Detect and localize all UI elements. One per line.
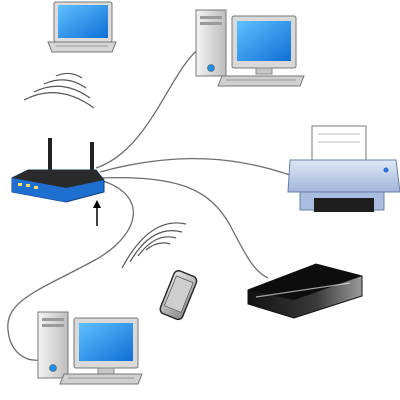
printer-icon	[287, 125, 400, 212]
wifi-waves-phone	[121, 222, 187, 269]
desktop-computer-icon	[37, 311, 143, 385]
cable-links	[7, 47, 291, 361]
up-arrow-icon	[93, 200, 101, 226]
smartphone-icon	[159, 270, 198, 321]
cable-to-game-console	[99, 176, 269, 279]
wireless-router-icon	[11, 138, 105, 203]
wifi-waves-laptop	[23, 72, 95, 109]
cable-to-desktop-bottom	[7, 179, 134, 361]
cable-to-desktop-top	[95, 47, 201, 169]
desktop-computer-icon	[195, 9, 305, 87]
laptop-icon	[47, 1, 117, 53]
game-console-icon	[247, 263, 363, 319]
cable-to-printer	[99, 158, 291, 176]
